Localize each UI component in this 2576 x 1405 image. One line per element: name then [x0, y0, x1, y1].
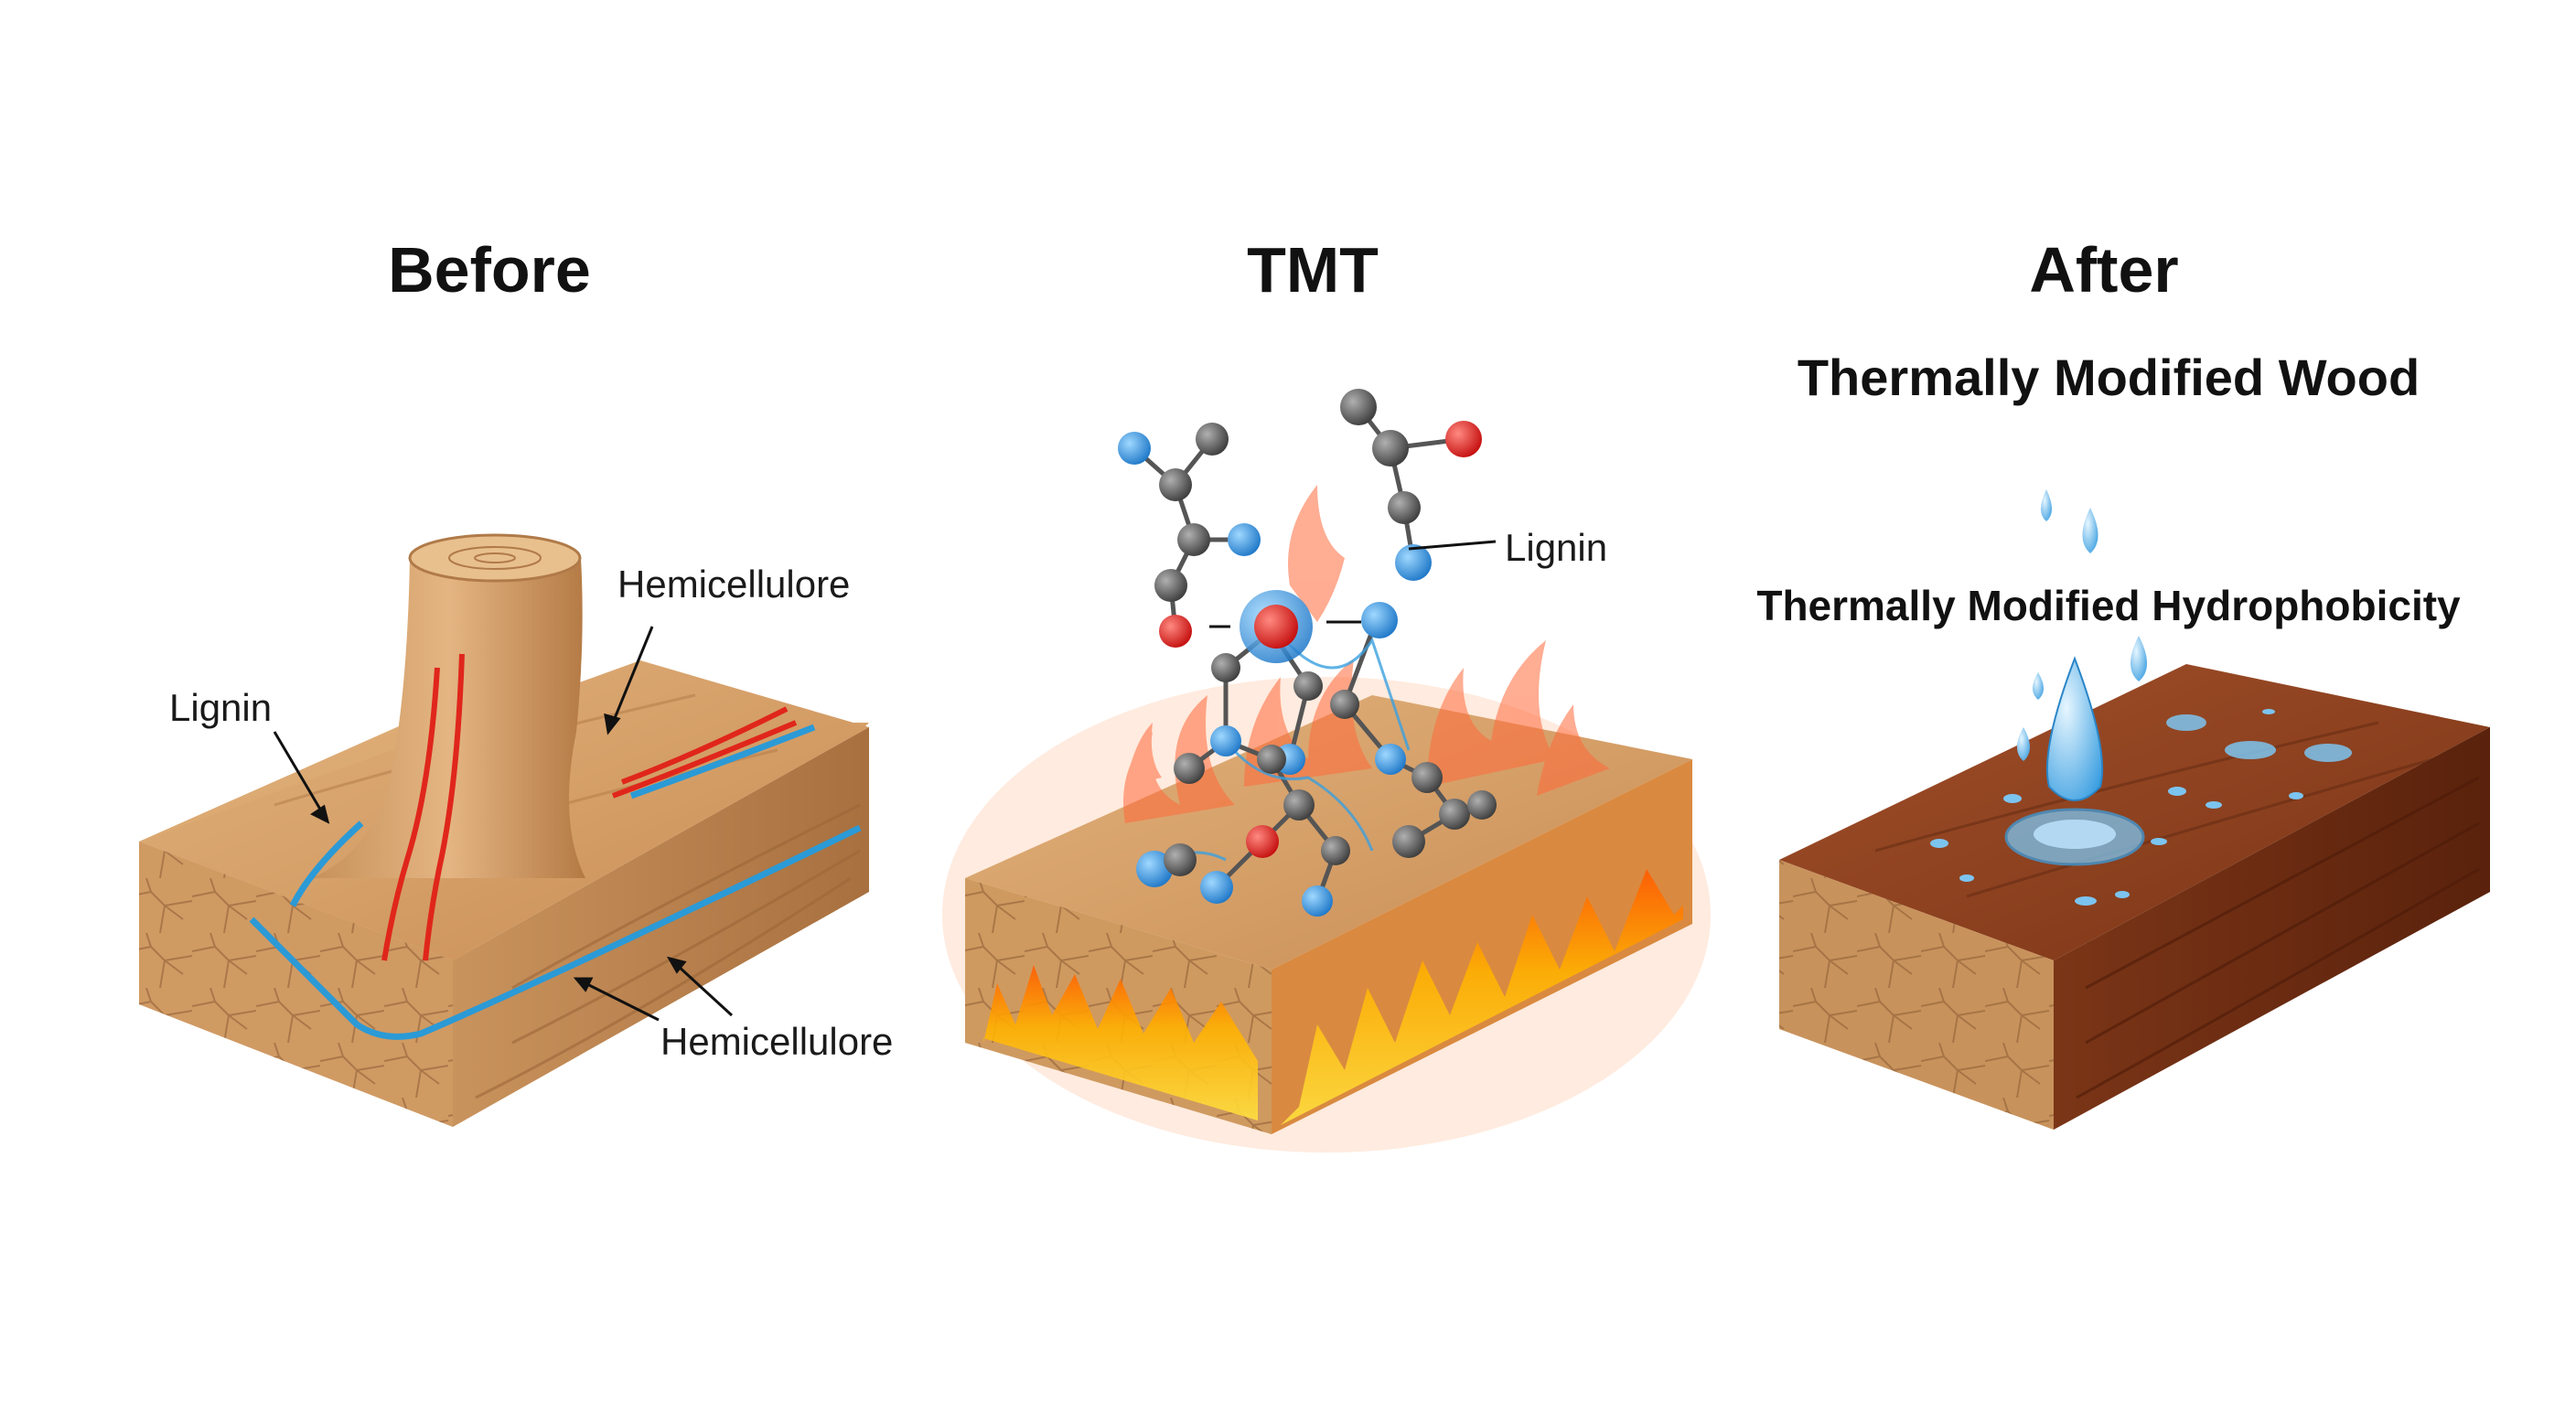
- tmt-leader-lines: [1209, 540, 1497, 628]
- lignin-label-tmt: Lignin: [1505, 526, 1608, 569]
- before-title: Before: [388, 234, 591, 306]
- after-subtitle: Thermally Modified Wood: [1797, 349, 2420, 406]
- after-title: After: [2029, 234, 2179, 306]
- lignin-fibers: [249, 724, 862, 1040]
- tmt-title: TMT: [1247, 234, 1379, 306]
- tree-stump: [311, 533, 585, 878]
- hemicellulose-bottom-label: Hemicellulore: [660, 1020, 894, 1063]
- hemicellulose-fibers: [381, 653, 798, 961]
- hemicellulose-top-label: Hemicellulore: [617, 563, 851, 606]
- water-droplets: [1930, 489, 2352, 906]
- lignin-molecule: [1118, 389, 1497, 917]
- before-leader-arrows: [273, 626, 734, 1022]
- after-wood-block: [1779, 664, 2490, 1130]
- after-caption: Thermally Modified Hydrophobicity: [1756, 582, 2461, 629]
- lignin-label-before: Lignin: [169, 686, 273, 729]
